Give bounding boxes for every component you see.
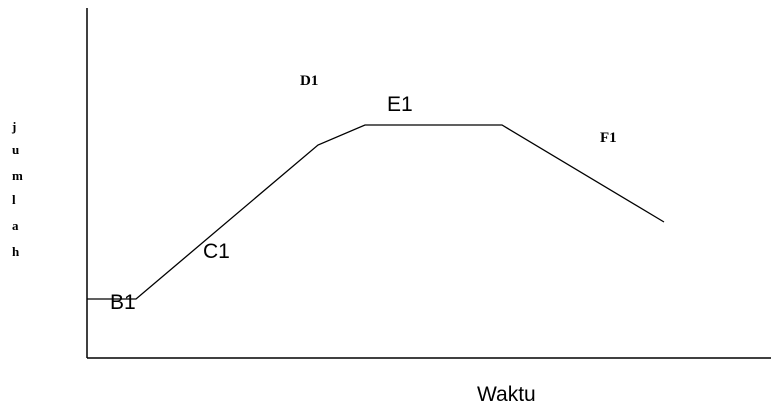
y-axis-letter: a (12, 218, 19, 233)
y-axis-letter: l (12, 192, 16, 207)
phase-label-c1: C1 (203, 240, 230, 263)
phase-label-e1: E1 (387, 93, 413, 116)
y-axis-letter: h (12, 244, 20, 259)
y-axis-label: j u m l a h (11, 119, 23, 259)
y-axis-letter: u (12, 142, 19, 157)
phase-label-d1: D1 (300, 73, 318, 89)
phase-label-b1: B1 (110, 291, 136, 314)
growth-curve-line (87, 124, 665, 300)
phase-label-f1: F1 (600, 130, 617, 146)
x-axis-label: Waktu (477, 383, 536, 406)
y-axis-letter: j (11, 119, 16, 134)
y-axis-letter: m (12, 168, 23, 183)
